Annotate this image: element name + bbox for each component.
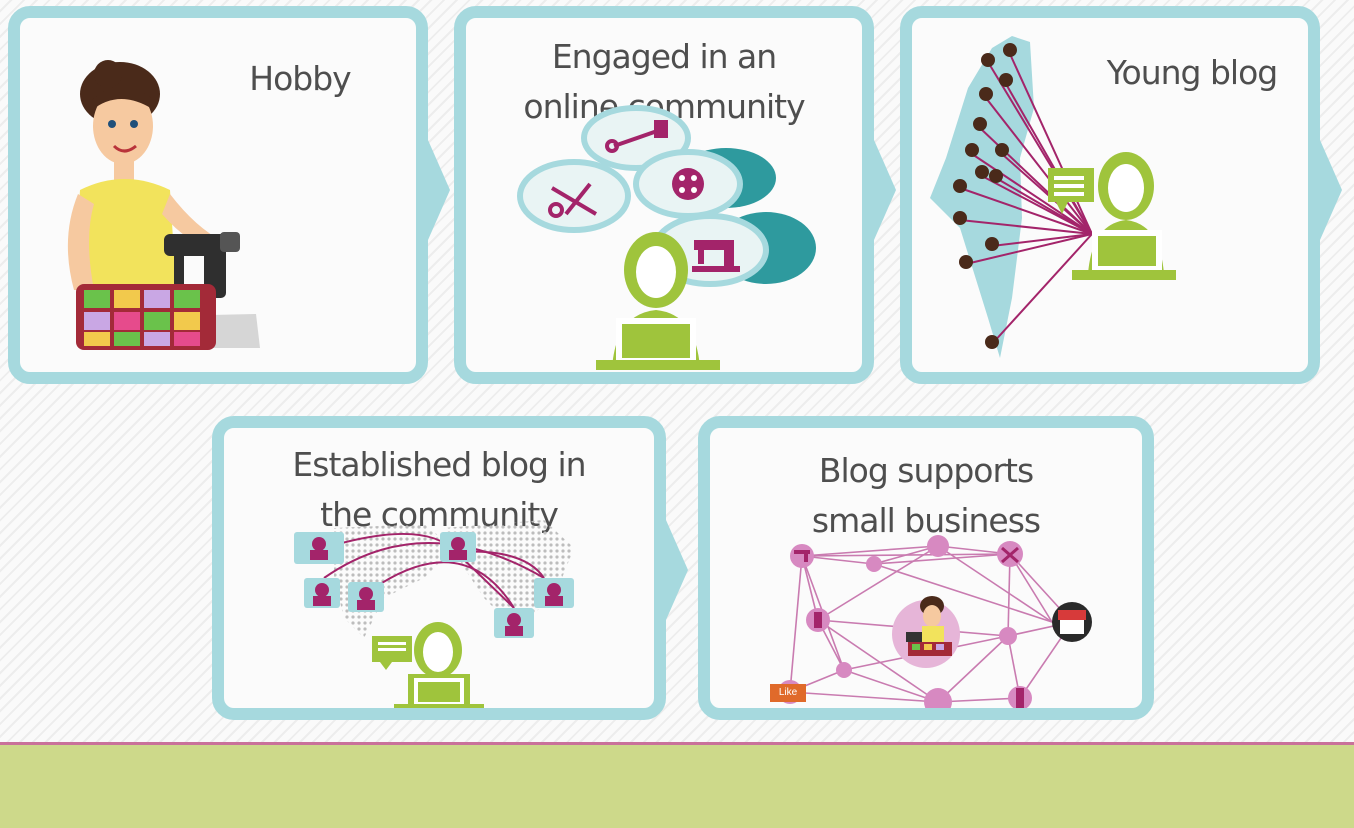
stage-panel-hobby: Hobby [8,6,428,384]
quilt-icon [76,284,216,350]
blogger-icon [394,622,484,708]
reader-icons [953,43,1017,349]
stage-panel-business: Blog supports small business [698,416,1154,720]
footer-divider [0,742,1354,745]
stage-panel-established: Established blog in the community [212,416,666,720]
safety-pin-icon [605,120,668,153]
scissors-icon [548,182,598,218]
footer-band [0,745,1354,828]
flow-arrow-2 [874,140,896,240]
stage-panel-young-blog: Young blog [900,6,1320,384]
world-map-illustration [294,520,574,708]
stage-panel-engaged: Engaged in an online community [454,6,874,384]
scissors-bubble [517,159,631,233]
flow-arrow-3 [1320,140,1342,240]
business-network-illustration [778,535,1092,708]
stage-title-hobby: Hobby [249,59,351,98]
community-chat-illustration [517,105,816,370]
sewing-machine-node-icon [790,544,814,568]
shop-icon [1052,602,1092,642]
flow-arrow-4 [666,520,688,620]
stage-title-engaged: Engaged in an online community [523,37,805,126]
seamstress-illustration [67,60,260,350]
reader-bubbles [294,532,574,638]
sewing-machine-icon [692,240,740,272]
blogger-icon [596,232,720,370]
seamstress-icon [892,596,960,668]
blogger-icon [1048,152,1176,280]
flow-arrow-1 [428,140,450,240]
stage-title-young-blog: Young blog [1106,53,1279,92]
like-tag: Like [770,684,806,702]
button-icon [672,168,704,200]
readers-map-illustration [930,36,1176,358]
stage-title-business: Blog supports small business [811,451,1041,540]
